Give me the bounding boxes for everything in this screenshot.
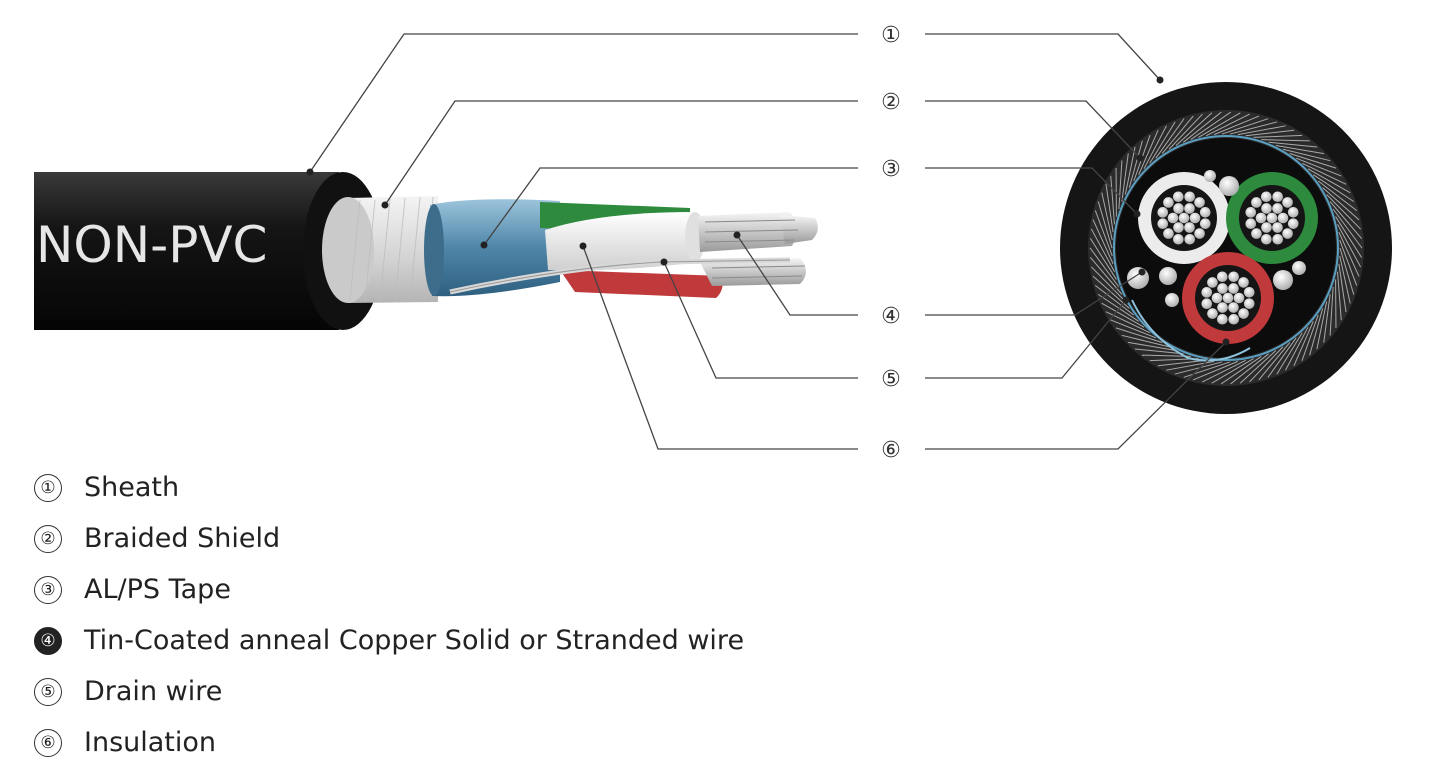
legend-item-drain-wire: ⑤ Drain wire [34, 666, 744, 717]
braid-end [322, 197, 374, 303]
legend-marker: ⑥ [34, 728, 62, 757]
red-core-strands [1195, 265, 1261, 331]
tape-section [1113, 135, 1339, 361]
legend-marker: ⑤ [34, 677, 62, 706]
sheath-side [34, 172, 339, 330]
leader-dots [306, 76, 1230, 346]
braid-fibers [1089, 111, 1363, 385]
callout-3: ③ [881, 157, 901, 182]
filler-strands-section [1127, 170, 1306, 307]
legend-label: Sheath [84, 472, 180, 503]
legend-item-braided-shield: ② Braided Shield [34, 513, 744, 564]
legend-label: AL/PS Tape [84, 574, 231, 605]
tape-side [430, 199, 560, 297]
legend-item-sheath: ① Sheath [34, 462, 744, 513]
legend-marker: ② [34, 524, 62, 553]
copper-conductors-side [698, 212, 818, 286]
callout-2: ② [881, 90, 901, 115]
callout-5: ⑤ [881, 367, 901, 392]
legend-item-insulation: ⑥ Insulation [34, 717, 744, 768]
tape-end [424, 204, 444, 296]
legend-label: Insulation [84, 727, 217, 758]
white-core-strands [1151, 185, 1217, 251]
legend-label: Drain wire [84, 676, 223, 707]
callout-numbers: ① ② ③ ④ ⑤ ⑥ [881, 23, 901, 460]
callout-6: ⑥ [881, 438, 901, 460]
legend: ① Sheath ② Braided Shield ③ AL/PS Tape ④… [34, 462, 744, 768]
white-core-side [545, 212, 700, 271]
legend-label: Tin-Coated anneal Copper Solid or Strand… [84, 625, 745, 656]
cable-print-text: NON-PVC [36, 216, 267, 274]
legend-marker: ③ [34, 575, 62, 604]
legend-item-al-ps-tape: ③ AL/PS Tape [34, 564, 744, 615]
callout-1: ① [881, 23, 901, 48]
legend-marker: ① [34, 473, 62, 502]
red-core-side [560, 270, 723, 298]
legend-label: Braided Shield [84, 523, 281, 554]
drain-wire-section [1131, 299, 1251, 362]
legend-marker: ④ [34, 626, 62, 655]
green-core-strands [1239, 185, 1305, 251]
leader-lines [309, 33, 1227, 450]
cable-side-view: NON-PVC [34, 172, 818, 330]
callout-4: ④ [881, 304, 901, 329]
cable-diagram: NON-PVC [34, 23, 1392, 460]
cable-cross-section [1060, 82, 1392, 414]
legend-item-copper-wire: ④ Tin-Coated anneal Copper Solid or Stra… [34, 615, 744, 666]
